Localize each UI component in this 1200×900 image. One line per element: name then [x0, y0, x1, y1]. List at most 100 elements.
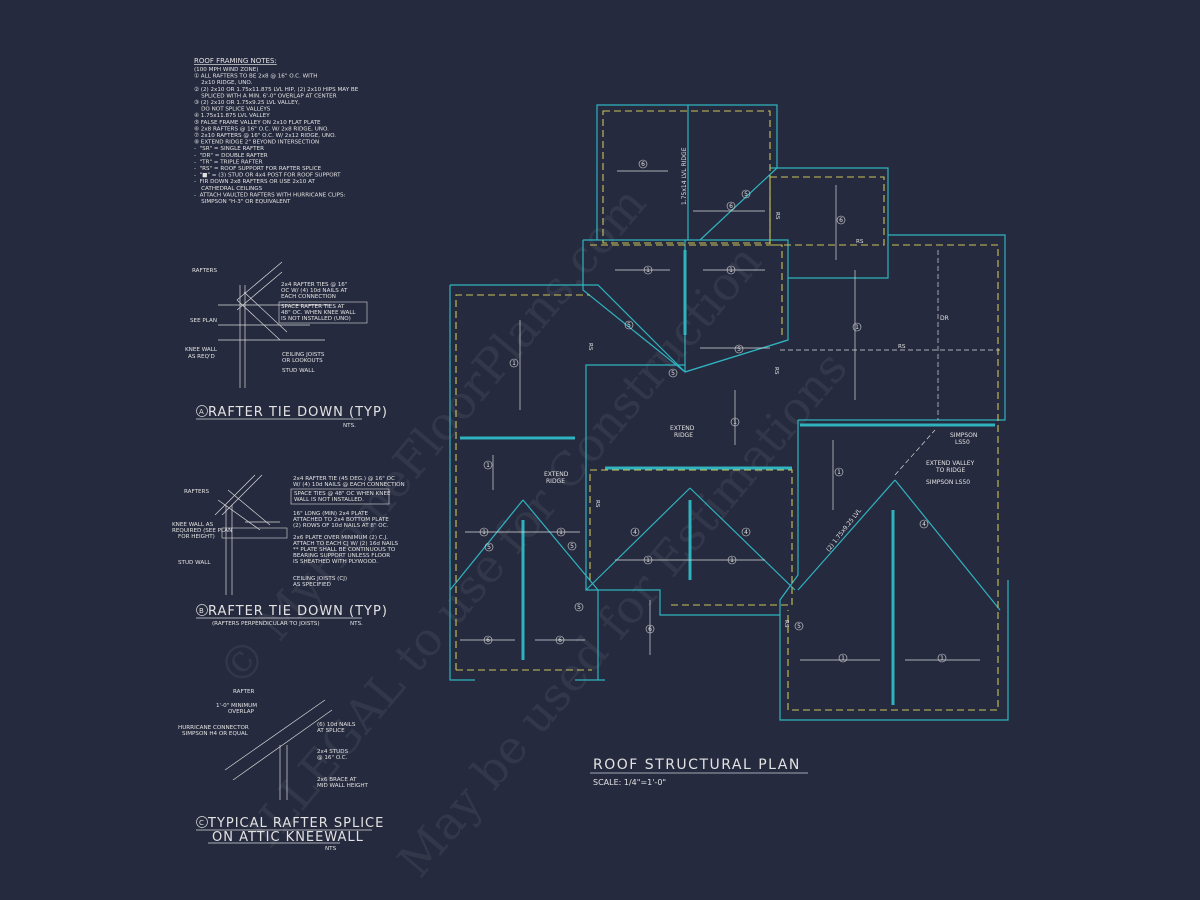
label-tie-b-2: W/ (4) 10d NAILS @ EACH CONNECTION — [293, 482, 405, 488]
label-space-b-1: SPACE TIES @ 48" OC WHEN KNEE — [294, 491, 391, 497]
note-line: 2x10 RIDGE, UNO. — [194, 80, 253, 86]
plan-title: ROOF STRUCTURAL PLAN — [593, 757, 801, 773]
label-ceiling-2: OR LOOKOUTS — [282, 358, 323, 364]
tag-1: 1 — [726, 265, 736, 275]
tag-1: 1 — [479, 527, 489, 537]
label-lvl-hip: (2) 1.75x9.25 LVL — [825, 507, 863, 553]
svg-text:4: 4 — [633, 529, 637, 536]
label-nails-2: AT SPLICE — [317, 728, 345, 734]
note-line: - FIR DOWN 2x8 RAFTERS OR USE 2x10 AT — [194, 179, 315, 185]
label-plate2-5: IS SHEATHED WITH PLYWOOD. — [293, 559, 378, 565]
label-brace-1: 2x6 BRACE AT — [317, 777, 357, 783]
detail-a-marker: A — [199, 408, 204, 416]
tag-1: 1 — [730, 417, 740, 427]
label-ties-3: EACH CONNECTION — [281, 294, 336, 300]
label-overlap-2: OVERLAP — [228, 709, 255, 715]
svg-text:4: 4 — [922, 521, 926, 528]
note-line: DO NOT SPLICE VALLEYS — [194, 107, 271, 113]
label-extend-ridge-1: EXTEND — [670, 425, 695, 432]
label-studs-1: 2x4 STUDS — [317, 749, 349, 755]
svg-text:1: 1 — [646, 557, 650, 564]
tag-6: 6 — [638, 159, 648, 169]
tag-1: 1 — [838, 653, 848, 663]
label-knee-wall-2: AS REQ'D — [188, 354, 215, 360]
detail-b-marker: B — [199, 607, 204, 615]
label-plate-1: 16" LONG (MIN) 2x4 PLATE — [293, 511, 369, 517]
label-knee-b-2: REQUIRED (SEE PLAN — [172, 528, 232, 534]
label-rs: RS — [783, 620, 789, 628]
tag-5: 5 — [624, 320, 634, 330]
detail-c-marker: C — [199, 819, 204, 827]
note-line: CATHEDRAL CEILINGS — [194, 186, 263, 192]
label-brace-2: MID WALL HEIGHT — [317, 783, 369, 789]
tag-5: 5 — [668, 368, 678, 378]
svg-text:6: 6 — [729, 203, 733, 210]
note-line: - "SR" = SINGLE RAFTER — [194, 146, 264, 152]
svg-text:1: 1 — [559, 529, 563, 536]
note-line: SPLICED WITH A MIN. 6'-0" OVERLAP AT CEN… — [194, 93, 337, 99]
svg-text:1: 1 — [482, 529, 486, 536]
label-rs: RS — [898, 344, 906, 350]
label-rs: RS — [773, 367, 779, 375]
detail-a-nts: NTS. — [343, 423, 356, 429]
label-extend-ridge-2: RIDGE — [674, 432, 693, 439]
label-plate-2: ATTACHED TO 2x4 BOTTOM PLATE — [293, 517, 389, 523]
svg-text:1: 1 — [486, 462, 490, 469]
svg-text:5: 5 — [570, 543, 574, 550]
note-line: ② (2) 2x10 OR 1.75x11.875 LVL HIP, (2) 2… — [194, 86, 359, 93]
label-rafters-b: RAFTERS — [184, 489, 209, 495]
tag-6: 6 — [555, 635, 565, 645]
tag-1: 1 — [852, 322, 862, 332]
label-ceiling-b-2: AS SPECIFIED — [293, 582, 331, 588]
label-knee-b-3: FOR HEIGHT) — [178, 534, 215, 540]
svg-text:1: 1 — [729, 267, 733, 274]
detail-a: RAFTERS SEE PLAN KNEE WALL AS REQ'D 2x4 … — [185, 261, 387, 429]
label-lvl-ridge: 1.75x14 LVL RIDGE — [681, 147, 688, 205]
tag-1: 1 — [727, 555, 737, 565]
svg-text:1: 1 — [837, 469, 841, 476]
svg-text:1: 1 — [855, 324, 859, 331]
svg-text:6: 6 — [648, 626, 652, 633]
svg-text:6: 6 — [641, 161, 645, 168]
roof-framing-notes: ROOF FRAMING NOTES: (100 MPH WIND ZONE)①… — [194, 57, 359, 205]
svg-text:5: 5 — [577, 604, 581, 611]
tag-1: 1 — [643, 265, 653, 275]
note-line: SIMPSON "H-3" OR EQUIVALENT — [194, 199, 291, 205]
note-line: - ATTACH VAULTED RAFTERS WITH HURRICANE … — [194, 192, 346, 198]
svg-text:5: 5 — [487, 544, 491, 551]
note-line: ⑦ 2x10 RAFTERS @ 16" O.C. W/ 2x12 RIDGE,… — [194, 132, 336, 139]
svg-text:1: 1 — [940, 655, 944, 662]
tag-5: 5 — [741, 189, 751, 199]
note-line: ① ALL RAFTERS TO BE 2x8 @ 16" O.C. WITH — [194, 73, 317, 80]
label-knee-b-1: KNEE WALL AS — [172, 522, 214, 528]
label-knee-wall: KNEE WALL — [185, 347, 218, 353]
label-simpson-1: SIMPSON — [950, 432, 977, 439]
svg-text:6: 6 — [486, 637, 490, 644]
detail-b-subtitle: (RAFTERS PERPENDICULAR TO JOISTS) — [212, 621, 320, 627]
label-rafters: RAFTERS — [192, 268, 217, 274]
tag-1: 1 — [643, 555, 653, 565]
note-line: - "RS" = ROOF SUPPORT FOR RAFTER SPLICE — [194, 166, 322, 172]
detail-b: RAFTERS KNEE WALL AS REQUIRED (SEE PLAN … — [172, 474, 405, 627]
label-ceiling-b-1: CEILING JOISTS (CJ) — [293, 576, 347, 582]
note-line: ⑧ EXTEND RIDGE 2" BEYOND INTERSECTION — [194, 139, 319, 146]
svg-text:6: 6 — [839, 217, 843, 224]
note-line: ③ (2) 2x10 OR 1.75x9.25 LVL VALLEY, — [194, 99, 300, 106]
tag-4: 4 — [919, 519, 929, 529]
note-line: (100 MPH WIND ZONE) — [194, 67, 258, 73]
label-simpson-2: SIMPSON LS50 — [926, 479, 970, 486]
note-line: ⑤ FALSE FRAME VALLEY ON 2x10 FLAT PLATE — [194, 119, 321, 126]
label-space-1: SPACE RAFTER TIES AT — [281, 304, 345, 310]
note-line: ④ 1.75x11.875 LVL VALLEY — [194, 112, 270, 119]
roof-plan: 1 1 1 1 1 1 1 1 1 1 1 1 1 6 6 6 6 6 6 5 … — [449, 104, 1009, 787]
tag-4: 4 — [741, 527, 751, 537]
tag-1: 1 — [556, 527, 566, 537]
note-line: ⑥ 2x8 RAFTERS @ 16" O.C. W/ 2x8 RIDGE, U… — [194, 125, 329, 132]
label-rs: RS — [594, 500, 600, 508]
label-ties-1: 2x4 RAFTER TIES @ 16" — [281, 282, 348, 288]
label-rs: RS — [856, 239, 864, 245]
tag-5: 5 — [734, 344, 744, 354]
label-plate-3: (2) ROWS OF 10d NAILS AT 8" OC. — [293, 523, 389, 529]
svg-text:5: 5 — [797, 623, 801, 630]
